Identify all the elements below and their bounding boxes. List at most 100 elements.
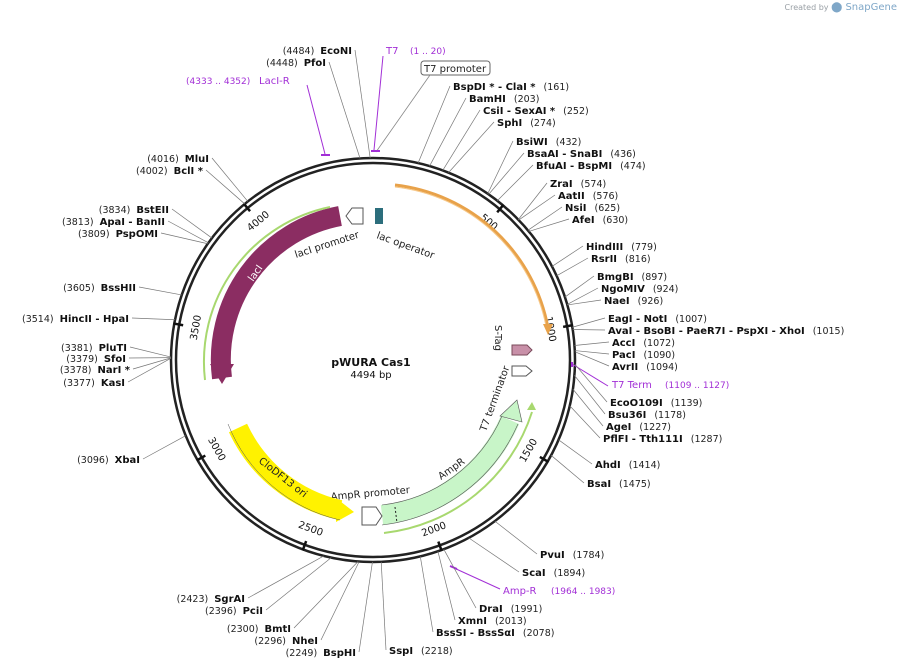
restriction-site[interactable]: PspOMI(3809) [78,229,208,245]
primer-laci-r[interactable]: (4333 .. 4352) LacI-R [186,76,330,156]
tick-mark [562,323,574,329]
restriction-site[interactable]: XbaI(3096) [77,435,186,466]
t7-promoter-box[interactable]: T7 promoter [375,60,491,153]
restriction-site[interactable]: BclI *(4002) [136,166,245,205]
restriction-site[interactable]: PfoI(4448) [266,58,361,159]
site-name: EagI - NotI [608,314,667,325]
site-leader-line [211,157,249,202]
restriction-site[interactable]: AccI(1072) [574,338,675,349]
restriction-site[interactable]: KasI(3377) [63,357,172,389]
restriction-site[interactable]: EagI - NotI(1007) [572,314,707,328]
restriction-site[interactable]: SfoI(3379) [66,354,172,365]
restriction-site[interactable]: RsrII(816) [556,254,651,277]
restriction-site[interactable]: AhdI(1414) [558,439,661,471]
restriction-site[interactable]: PflFI - Tth111I(1287) [569,405,723,445]
site-leader-line [142,435,186,460]
restriction-site[interactable]: XmnI(2013) [437,551,527,627]
site-name: SgrAI [214,594,245,605]
restriction-site[interactable]: BstEII(3834) [99,205,213,239]
restriction-site[interactable]: BssHII(3605) [63,283,182,296]
restriction-site[interactable]: ScaI(1894) [468,537,586,579]
primer-amp-r-name: Amp-R [503,586,537,597]
site-name: NgoMIV [601,284,645,295]
site-leader-line [205,169,245,205]
restriction-site[interactable]: AatII(576) [518,191,619,221]
restriction-site[interactable]: BsiWI(432) [487,137,582,194]
restriction-site[interactable]: BfuAI - BspMI(474) [497,161,646,202]
feature-lac-operator[interactable]: lac operator [375,208,437,262]
restriction-site[interactable]: NaeI(926) [567,296,663,307]
feature-ampR[interactable]: AmpR [380,399,536,534]
restriction-site[interactable]: BsaI(1475) [550,455,651,490]
restriction-site[interactable]: NarI *(3378) [60,357,172,376]
restriction-site[interactable]: SgrAI(2423) [177,555,324,605]
restriction-site[interactable]: HincII - HpaI(3514) [22,314,176,325]
restriction-site[interactable]: AfeI(630) [528,215,628,232]
site-position: (3834) [99,205,131,216]
restriction-site[interactable]: BspDI * - ClaI *(161) [417,82,569,164]
site-leader-line [132,357,172,370]
site-leader-line [574,350,610,355]
restriction-site[interactable]: SspI(2218) [380,561,453,657]
restriction-site[interactable]: BmgBI(897) [564,272,667,298]
restriction-site[interactable]: AgeI(1227) [572,388,671,433]
site-name: BsaI [587,479,611,490]
site-name: PvuI [540,550,565,561]
restriction-site[interactable]: AvaI - BsoBI - PaeR7I - PspXI - XhoI(101… [572,326,845,337]
primer-t7-range: (1 .. 20) [410,47,446,57]
site-name: NsiI [565,203,586,214]
feature-lacI[interactable]: lacI [202,206,342,384]
tick-mark [437,541,443,552]
restriction-site[interactable]: DraI(1991) [443,549,543,615]
restriction-site[interactable]: CsiI - SexAI *(252) [442,106,589,171]
plasmid-name: pWURA Cas1 [331,356,410,369]
restriction-site[interactable]: EcoO109I(1139) [574,364,702,409]
site-position: (1784) [573,550,605,561]
restriction-site[interactable]: ApaI - BanII(3813) [62,217,209,244]
restriction-site[interactable]: BsaAI - SnaBI(436) [488,149,636,195]
site-leader-line [442,109,481,171]
site-name: MluI [185,154,209,165]
restriction-site[interactable]: Bsu36I(1178) [574,375,686,421]
site-name: SfoI [104,354,126,365]
site-position: (1072) [643,338,675,349]
restriction-site[interactable]: NheI(2296) [254,561,360,647]
restriction-site[interactable]: PluTI(3381) [61,343,172,358]
restriction-site[interactable]: PciI(2396) [205,557,332,617]
restriction-site[interactable]: MluI(4016) [147,154,249,202]
restriction-site[interactable]: BamHI(203) [429,94,540,167]
primer-laci-r-name: LacI-R [259,76,290,87]
restriction-site[interactable]: PvuI (1784) [494,520,605,561]
site-position: (779) [631,242,657,253]
restriction-site[interactable]: SphI(274) [448,118,556,173]
restriction-site[interactable]: AvrII(1094) [574,351,678,373]
site-leader-line [567,299,602,306]
site-name: BfuAI - BspMI [536,161,612,172]
tick-label: 3000 [205,436,227,464]
site-name: HincII - HpaI [60,314,129,325]
site-leader-line [293,561,359,629]
site-leader-line [265,557,332,611]
restriction-site[interactable]: PacI(1090) [574,350,675,361]
restriction-site[interactable]: ZraI(574) [517,179,607,220]
restriction-site[interactable]: NgoMIV(924) [567,284,678,305]
feature-s-tag[interactable]: S-Tag [492,325,533,356]
site-name: PciI [243,606,263,617]
site-position: (203) [514,94,540,105]
tick-label: 2500 [297,520,325,539]
credit-text: Created by [784,3,829,12]
site-leader-line [527,206,563,231]
restriction-site[interactable]: NsiI(625) [527,203,620,231]
primer-t7[interactable]: T7 (1 .. 20) [371,46,446,152]
feature-clodf13-ori[interactable]: CloDF13 ori [227,423,354,522]
site-position: (1178) [654,410,686,421]
tick-mark [173,322,184,327]
ampR-promoter-label: AmpR promoter [330,485,411,503]
restriction-site[interactable]: HindIII(779) [551,242,657,267]
restriction-site[interactable]: BssSI - BssSαI(2078) [419,556,554,639]
site-name: AvaI - BsoBI - PaeR7I - PspXI - XhoI [608,326,805,337]
restriction-site[interactable]: BspHI(2249) [286,561,373,659]
site-position: (574) [581,179,607,190]
restriction-site[interactable]: BmtI(2300) [227,561,359,635]
restriction-site[interactable]: EcoNI(4484) [283,46,371,159]
